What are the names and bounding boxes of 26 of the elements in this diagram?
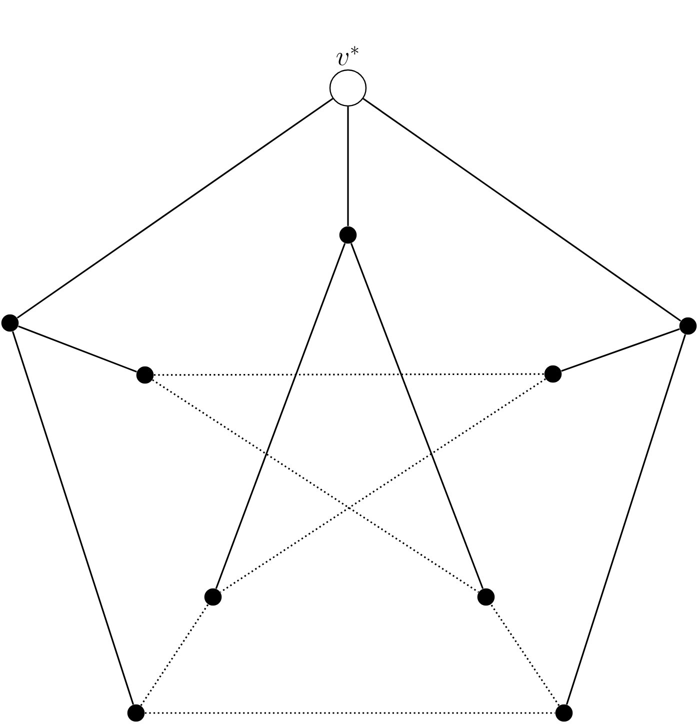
graph-edge	[347, 106, 349, 226]
vertex-dot	[1, 314, 19, 332]
vertex-dot	[136, 366, 154, 384]
graph-edge	[18, 325, 137, 373]
vertex-dot	[544, 365, 562, 383]
vertex-dot	[204, 588, 222, 606]
graph-edge	[215, 243, 346, 589]
graph-edge	[140, 604, 209, 706]
vertex-ring	[329, 69, 367, 107]
vertex-dot	[339, 226, 357, 244]
graph-edge	[362, 98, 682, 322]
graph-edge	[566, 334, 686, 705]
graph-edge	[144, 712, 556, 714]
graph-edge	[152, 379, 479, 593]
vertex-dot	[555, 704, 573, 722]
vertex-label: $v^*$	[336, 46, 358, 66]
vertex-dot	[127, 704, 145, 722]
graph-edge	[154, 373, 544, 376]
graph-edge	[350, 243, 484, 589]
graph-edge	[490, 604, 560, 706]
vertex-dot	[477, 588, 495, 606]
vertex-dot	[679, 317, 697, 335]
graph-edge	[12, 331, 134, 705]
graph-edge	[16, 98, 334, 319]
graph-edge	[220, 378, 546, 593]
graph-edge	[561, 328, 680, 372]
